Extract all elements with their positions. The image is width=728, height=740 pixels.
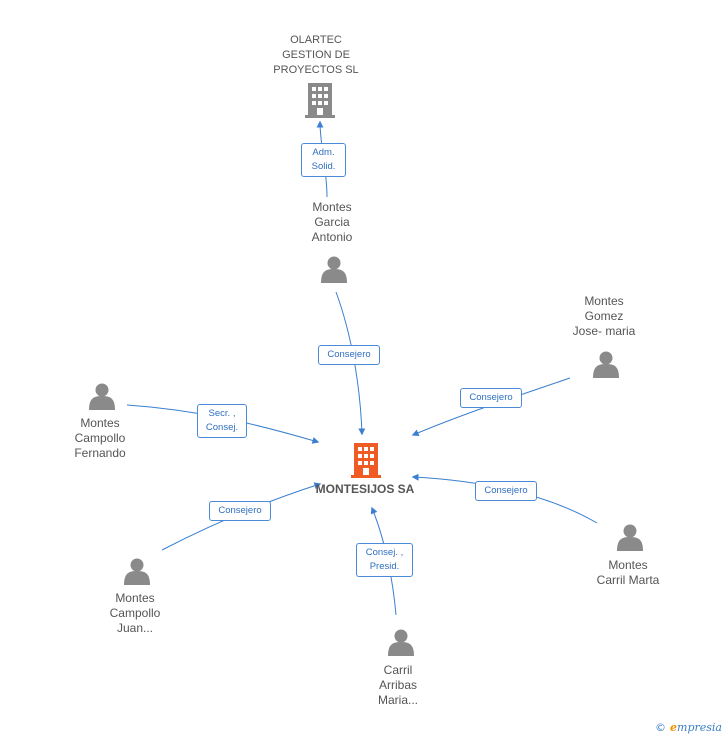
- node-label-montes-gomez[interactable]: Montes Gomez Jose- maria: [572, 294, 636, 338]
- edge-label-consejero-gomez[interactable]: Consejero: [460, 388, 522, 408]
- edge-label-consejero-garcia[interactable]: Consejero: [318, 345, 380, 365]
- person-icon-carril-arribas[interactable]: [388, 629, 414, 657]
- edge-label-consej-presid[interactable]: Consej. , Presid.: [356, 543, 413, 577]
- person-icon-montes-garcia[interactable]: [321, 256, 347, 284]
- person-icon-montes-campollo-juan[interactable]: [124, 558, 150, 586]
- edge-label-adm-solid[interactable]: Adm. Solid.: [301, 143, 346, 177]
- node-label-montes-campollo-fernando[interactable]: Montes Campollo Fernando: [74, 416, 126, 460]
- edge-label-secr-consej[interactable]: Secr. , Consej.: [197, 404, 247, 438]
- edge-label-consejero-juan[interactable]: Consejero: [209, 501, 271, 521]
- main-company-building-icon[interactable]: [351, 443, 381, 478]
- node-label-olartec[interactable]: OLARTEC GESTION DE PROYECTOS SL: [273, 34, 359, 76]
- brand-watermark: ©empresia: [655, 721, 722, 734]
- person-icon-montes-carril[interactable]: [617, 524, 643, 552]
- node-label-main-company[interactable]: MONTESIJOS SA: [315, 482, 415, 496]
- edge-label-consejero-carril[interactable]: Consejero: [475, 481, 537, 501]
- company-building-icon[interactable]: [305, 83, 335, 118]
- person-icon-montes-campollo-fernando[interactable]: [89, 383, 115, 411]
- copyright-symbol: ©: [655, 721, 667, 734]
- brand-name: mpresia: [677, 721, 722, 734]
- node-label-montes-campollo-juan[interactable]: Montes Campollo Juan...: [109, 591, 161, 635]
- node-label-montes-carril[interactable]: Montes Carril Marta: [596, 558, 660, 587]
- node-label-montes-garcia[interactable]: Montes Garcia Antonio: [311, 200, 353, 244]
- person-icon-montes-gomez[interactable]: [593, 351, 619, 379]
- brand-initial: e: [670, 721, 678, 734]
- node-label-carril-arribas[interactable]: Carril Arribas Maria...: [377, 663, 418, 707]
